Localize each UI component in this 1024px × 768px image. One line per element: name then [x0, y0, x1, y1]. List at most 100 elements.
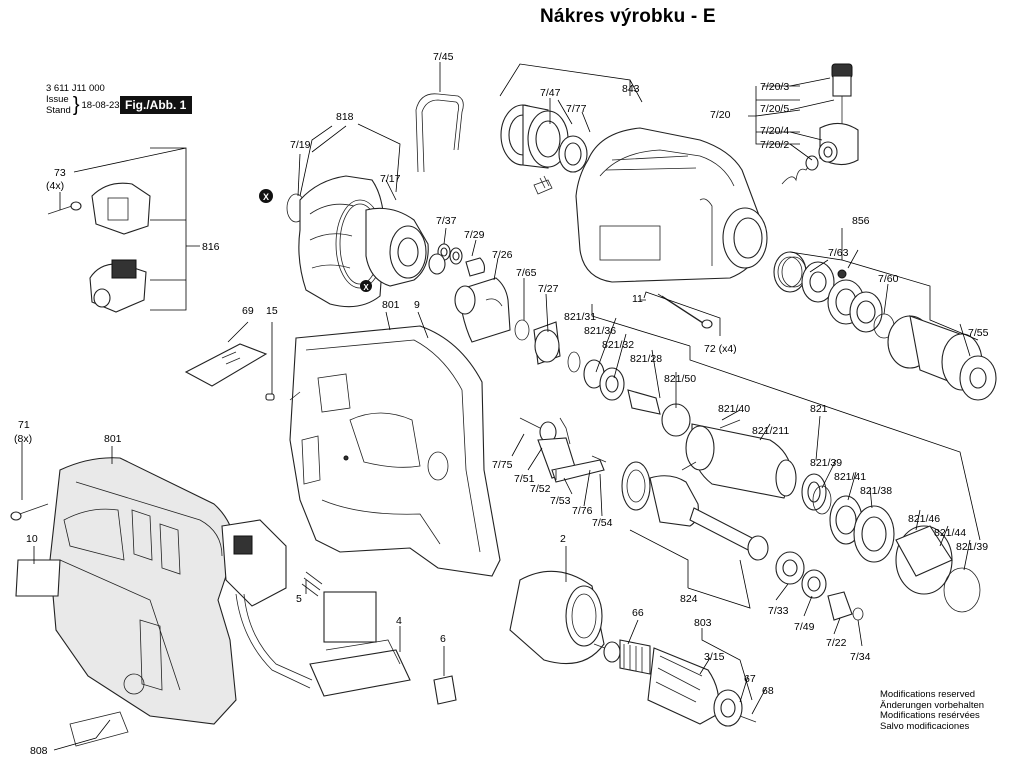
label-824: 824 — [680, 593, 698, 605]
label-821-41: 821/41 — [834, 471, 866, 483]
label-7-20-2: 7/20/2 — [760, 139, 789, 151]
label-821-50: 821/50 — [664, 373, 696, 385]
label-7-45: 7/45 — [433, 51, 454, 63]
part-gear-shaft-824 — [621, 461, 864, 621]
modification-notes: Modifications reserved Änderungen vorbeh… — [880, 689, 985, 732]
label-7-52: 7/52 — [530, 483, 551, 495]
label-7-54: 7/54 — [592, 517, 613, 529]
label-7-75: 7/75 — [492, 459, 513, 471]
label-821-39-b: 821/39 — [956, 541, 988, 553]
label-7-53: 7/53 — [550, 495, 571, 507]
label-6: 6 — [440, 633, 446, 645]
label-66: 66 — [632, 607, 644, 619]
x-marker: X — [360, 280, 372, 292]
part-gear-housing-11 — [575, 127, 768, 283]
modification-note: Änderungen vorbehalten — [880, 699, 985, 711]
issue-label: Issue — [46, 94, 69, 105]
label-15: 15 — [266, 305, 278, 317]
label-821-44: 821/44 — [934, 527, 966, 539]
label-843: 843 — [622, 83, 640, 95]
figure-badge: Fig./Abb. 1 — [120, 96, 193, 114]
label-7-51: 7/51 — [514, 473, 535, 485]
label-7-34: 7/34 — [850, 651, 871, 663]
label-821-46: 821/46 — [908, 513, 940, 525]
part-selector-mechanism-7-75 — [519, 417, 607, 483]
label-72: 72 (x4) — [704, 343, 737, 355]
label-7-63: 7/63 — [828, 247, 849, 259]
label-821-28: 821/28 — [630, 353, 662, 365]
label-801-left: 801 — [104, 433, 122, 445]
modification-note: Modifications reserved — [880, 689, 976, 700]
label-9: 9 — [414, 299, 420, 311]
label-68: 68 — [762, 685, 774, 697]
label-7-55: 7/55 — [968, 327, 989, 339]
label-7-33: 7/33 — [768, 605, 789, 617]
label-808: 808 — [30, 745, 48, 757]
label-69: 69 — [242, 305, 254, 317]
label-7-17: 7/17 — [380, 173, 401, 185]
label-801-top: 801 — [382, 299, 400, 311]
label-7-76: 7/76 — [572, 505, 593, 517]
label-821-40: 821/40 — [718, 403, 750, 415]
brace-symbol: } — [72, 94, 80, 116]
part-magnet-sleeve-2 — [509, 570, 605, 665]
label-7-29: 7/29 — [464, 229, 485, 241]
part-housing-shell-801 — [10, 457, 237, 747]
label-7-37: 7/37 — [436, 215, 457, 227]
label-7-65: 7/65 — [516, 267, 537, 279]
label-67: 67 — [744, 673, 756, 685]
label-71-quantity: (8x) — [14, 433, 32, 445]
label-3-15: 3/15 — [704, 651, 725, 663]
label-7-20-5: 7/20/5 — [760, 103, 789, 115]
part-armature-803 — [593, 639, 757, 727]
label-821-32: 821/32 — [602, 339, 634, 351]
label-821-31: 821/31 — [564, 311, 596, 323]
label-7-27: 7/27 — [538, 283, 559, 295]
part-spindle-group-821 — [567, 351, 981, 613]
part-electronics-module — [221, 519, 457, 705]
label-10: 10 — [26, 533, 38, 545]
label-821-36: 821/36 — [584, 325, 616, 337]
label-7-47: 7/47 — [540, 87, 561, 99]
x-marker-label: X — [363, 283, 369, 292]
part-brush-holder-816 — [47, 182, 151, 313]
label-821-38: 821/38 — [860, 485, 892, 497]
label-2: 2 — [560, 533, 566, 545]
x-marker: X — [259, 189, 273, 203]
label-856: 856 — [852, 215, 870, 227]
label-821: 821 — [810, 403, 828, 415]
part-piston-7-26 — [454, 277, 561, 365]
x-marker-label: X — [263, 192, 269, 202]
label-803: 803 — [694, 617, 712, 629]
part-labels: 7/45 7/47 7/77 843 7/20/3 7/20 7/20/5 7/… — [14, 51, 989, 757]
label-7-60: 7/60 — [878, 273, 899, 285]
part-sleeve-rings-843 — [500, 104, 588, 195]
document-number: 3 611 J11 000 — [46, 83, 105, 94]
modification-note: Modifications resérvées — [880, 710, 980, 722]
label-4: 4 — [396, 615, 402, 627]
part-motor-housing-801 — [289, 325, 501, 577]
stand-label: Stand — [46, 105, 71, 116]
part-lever-assembly-7-20 — [781, 63, 859, 185]
label-7-20-4: 7/20/4 — [760, 125, 789, 137]
part-label-plate-69 — [184, 343, 268, 387]
label-7-20-3: 7/20/3 — [760, 81, 789, 93]
leader-lines — [21, 62, 981, 751]
part-pin-15 — [265, 393, 275, 401]
part-small-rings-7-37 — [428, 243, 486, 277]
label-7-20: 7/20 — [710, 109, 731, 121]
issue-date: 18-08-23 — [81, 99, 120, 111]
modification-note: Salvo modificaciones — [880, 720, 970, 732]
page-title: Nákres výrobku - E — [540, 6, 716, 27]
label-816: 816 — [202, 241, 220, 253]
label-73: 73 — [54, 167, 66, 179]
label-71: 71 — [18, 419, 30, 431]
part-hook-7-45 — [415, 93, 464, 173]
label-821-39-a: 821/39 — [810, 457, 842, 469]
label-7-26: 7/26 — [492, 249, 513, 261]
label-818: 818 — [336, 111, 354, 123]
label-73-quantity: (4x) — [46, 180, 64, 192]
label-7-19: 7/19 — [290, 139, 311, 151]
label-7-77: 7/77 — [566, 103, 587, 115]
